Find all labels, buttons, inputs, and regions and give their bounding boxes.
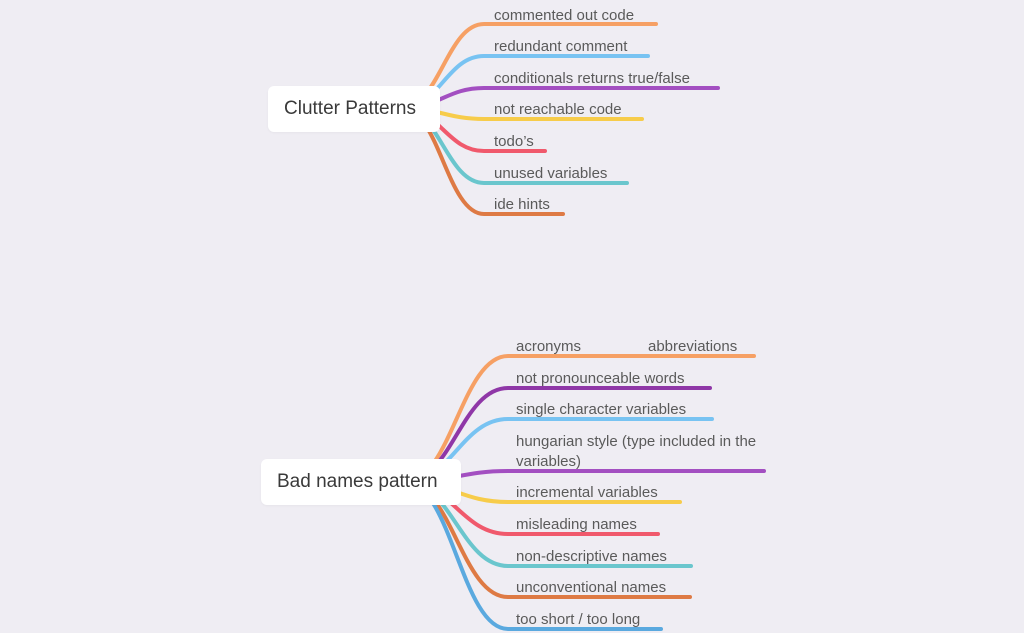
branch-label-todos[interactable]: todo’s xyxy=(494,133,534,150)
branch-label-acronyms[interactable]: acronyms xyxy=(516,338,582,355)
branch-label-conditionals-returns[interactable]: conditionals returns true/false xyxy=(494,70,690,87)
branch-label-too-short-too-long[interactable]: too short / too long xyxy=(516,611,641,628)
branch-label-non-descriptive-names[interactable]: non-descriptive names xyxy=(516,548,667,565)
branch-label-unused-variables[interactable]: unused variables xyxy=(494,165,608,182)
root-node-bad-names-pattern[interactable]: Bad names pattern xyxy=(261,459,461,505)
branch-label-unconventional-names[interactable]: unconventional names xyxy=(516,579,667,596)
branch-label-redundant-comment[interactable]: redundant comment xyxy=(494,38,628,55)
root-node-clutter-patterns[interactable]: Clutter Patterns xyxy=(268,86,440,132)
branch-label-commented-out-code[interactable]: commented out code xyxy=(494,7,635,24)
branch-label-abbreviations[interactable]: abbreviations xyxy=(648,338,738,355)
branch-label-single-character-variables[interactable]: single character variables xyxy=(516,401,687,418)
branch-label-ide-hints[interactable]: ide hints xyxy=(494,196,550,213)
branch-label-incremental-variables[interactable]: incremental variables xyxy=(516,484,658,501)
branch-label-not-reachable-code[interactable]: not reachable code xyxy=(494,101,622,118)
branch-label-misleading-names[interactable]: misleading names xyxy=(516,516,637,533)
branch-label-hungarian-style[interactable]: hungarian style (type included in the va… xyxy=(516,433,757,470)
branch-label-not-pronounceable-words[interactable]: not pronounceable words xyxy=(516,370,685,387)
